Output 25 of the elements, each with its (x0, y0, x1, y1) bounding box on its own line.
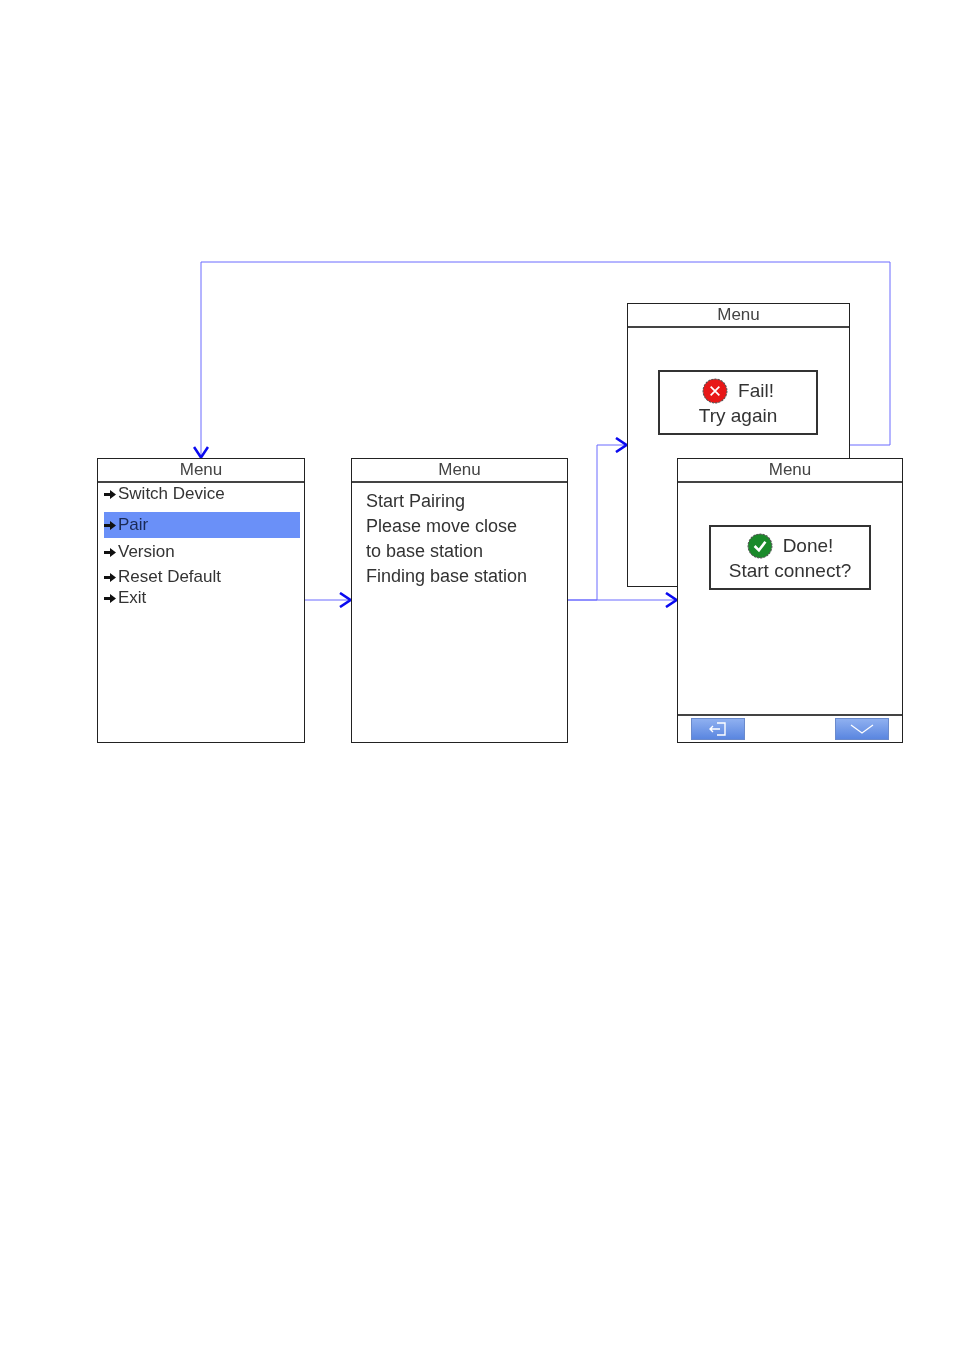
screen-text: Start Pairing (366, 490, 467, 513)
screen-title: Menu (98, 459, 304, 483)
screen-title: Menu (678, 459, 902, 483)
menu-item: Reset Default (118, 567, 221, 587)
message-title: Done! (782, 533, 834, 558)
phone-screen (351, 458, 568, 743)
arrow (567, 436, 628, 601)
phone-screen (677, 458, 903, 743)
screen-title: Menu (352, 459, 567, 483)
message-text: Try again (698, 403, 778, 428)
menu-item: Switch Device (118, 484, 225, 504)
menu-item: Version (118, 542, 175, 562)
screen-text: Please move close to base station (366, 515, 519, 563)
selected-menu-item: Pair (104, 512, 300, 538)
phone-screen (97, 458, 305, 743)
screen-title: Menu (628, 304, 849, 328)
message-box (658, 370, 818, 435)
menu-item: Exit (118, 588, 147, 608)
screen-text: Finding base station (366, 565, 529, 588)
message-box (709, 525, 871, 590)
message-title: Fail! (738, 378, 774, 403)
phone-screen (627, 303, 850, 458)
message-text: Start connect? (728, 558, 852, 583)
arrow (192, 261, 891, 459)
arrow (304, 591, 352, 609)
